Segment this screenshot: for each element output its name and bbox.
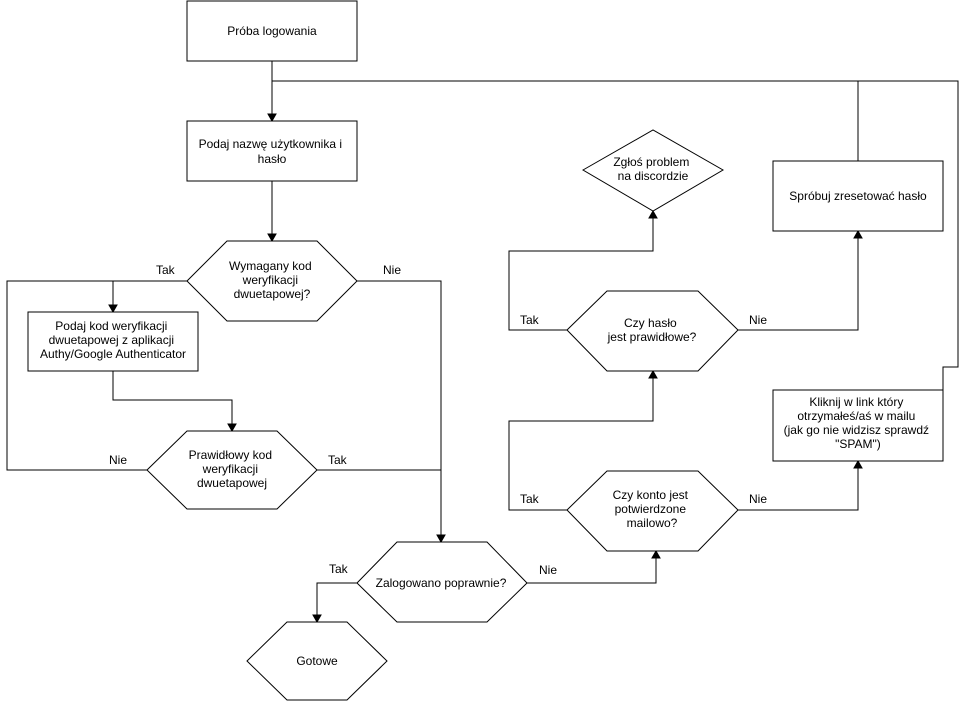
- node-report-discord-label: Zgłoś problem na discordzie: [613, 155, 692, 183]
- label-twofa-no: Nie: [383, 263, 401, 277]
- node-password-correct-label: Czy hasło jest prawidłowe?: [607, 316, 697, 344]
- edge-logged-yes-to-done: [316, 582, 357, 615]
- edge-password-yes-to-discord: [508, 218, 654, 331]
- node-email-confirmed: [566, 470, 739, 552]
- label-code-yes: Tak: [328, 453, 348, 467]
- node-reset-password-label: Spróbuj zresetować hasło: [789, 189, 927, 203]
- node-code-valid: [146, 430, 318, 510]
- edge-link-back-to-credentials: [858, 80, 959, 390]
- node-reset-password: [772, 160, 944, 232]
- label-logged-yes: Tak: [329, 562, 349, 576]
- node-password-correct: [566, 290, 739, 372]
- node-twofa-required: [186, 240, 358, 322]
- label-twofa-yes: Tak: [156, 263, 176, 277]
- edge-twofa-no-to-logged: [357, 280, 442, 535]
- node-email-confirmed-label: Czy konto jest potwierdzone mailowo?: [613, 488, 692, 530]
- node-start-label: Próba logowania: [227, 24, 317, 38]
- node-logged-in: [356, 541, 528, 623]
- node-done-label: Gotowe: [296, 654, 338, 668]
- connectors: [6, 61, 959, 624]
- edge-twofa-left-loop: [6, 280, 187, 471]
- label-password-no: Nie: [749, 313, 767, 327]
- nodes: [27, 0, 944, 701]
- node-click-link-label: Kliknij w link który otrzymałeś/aś w mai…: [784, 395, 933, 451]
- node-labels: Próba logowania Podaj nazwę użytkownika …: [40, 24, 933, 668]
- edge-email-yes-to-password: [508, 378, 654, 511]
- label-email-yes: Tak: [520, 492, 540, 506]
- node-credentials-label: Podaj nazwę użytkownika i hasło: [199, 137, 346, 166]
- node-code-valid-label: Prawidłowy kod weryfikacji dwuetapowej: [189, 448, 276, 490]
- edge-logged-no-to-email: [527, 558, 657, 584]
- edge-email-no-to-link: [738, 468, 859, 511]
- node-twofa-required-label: Wymagany kod weryfikacji dwuetapowej?: [229, 259, 315, 301]
- edge-enter-code-to-code-valid: [112, 371, 233, 424]
- label-password-yes: Tak: [520, 313, 540, 327]
- node-logged-in-label: Zalogowano poprawnie?: [376, 576, 507, 590]
- node-credentials: [186, 120, 358, 182]
- node-report-discord: [582, 129, 724, 212]
- node-enter-code: [27, 311, 199, 372]
- label-logged-no: Nie: [539, 563, 557, 577]
- edge-labels: Tak Nie Nie Tak Tak Nie Tak Nie Tak Nie: [109, 263, 767, 577]
- node-done: [246, 621, 388, 701]
- edge-reset-back-to-credentials: [272, 80, 859, 161]
- edge-twofa-yes-to-enter-code: [112, 280, 187, 305]
- label-email-no: Nie: [749, 492, 767, 506]
- node-click-link: [772, 389, 944, 462]
- label-code-no: Nie: [109, 453, 127, 467]
- edge-password-no-to-reset: [738, 238, 859, 331]
- node-start: [186, 0, 358, 62]
- node-enter-code-label: Podaj kod weryfikacji dwuetapowej z apli…: [40, 319, 186, 361]
